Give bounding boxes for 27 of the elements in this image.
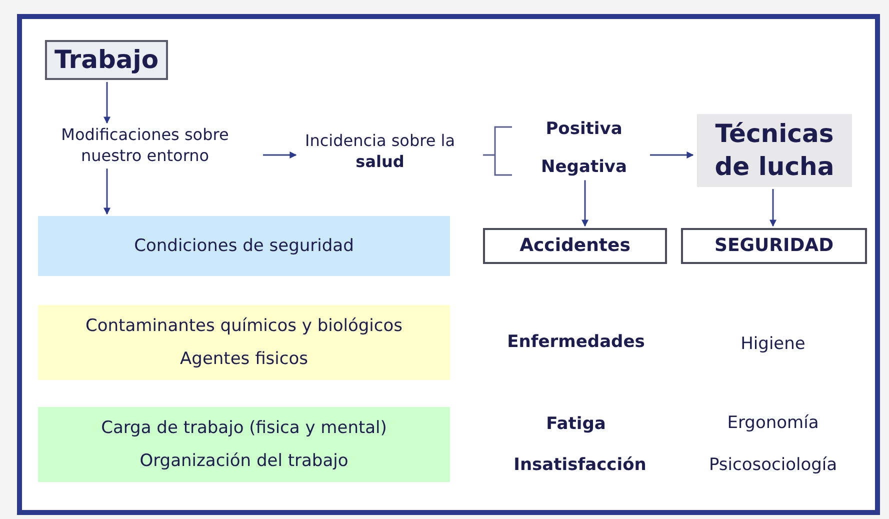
effect-label: Fatiga [546,414,606,434]
band-text: Carga de trabajo (fisica y mental) [101,417,387,440]
condition-band [38,305,450,380]
band-text: Contaminantes químicos y biológicos [86,315,402,338]
arrow [770,189,776,227]
condition-band [38,407,450,482]
arrow [650,152,694,158]
result-box: Accidentes [483,228,667,264]
result-box: SEGURIDAD [681,228,867,264]
heading-box: Técnicas de lucha [697,114,852,187]
process-text: Incidencia sobre la salud [304,131,456,173]
band-text: Organización del trabajo [140,450,348,472]
arrow [104,82,110,124]
title-box: Trabajo [45,40,168,80]
outcome-text: Positiva [544,118,624,140]
outcome-text: Negativa [540,156,628,178]
effect-label: Insatisfacción [514,455,646,475]
discipline-label: Higiene [740,334,806,354]
arrow [263,152,297,158]
discipline-label: Psicosociología [708,455,838,475]
arrow [104,168,110,215]
process-text: Modificaciones sobre nuestro entorno [60,125,230,167]
arrow [582,180,588,227]
effect-label: Enfermedades [507,332,645,352]
discipline-label: Ergonomía [727,413,819,433]
condition-band: Condiciones de seguridad [38,216,450,276]
band-text: Agentes fisicos [180,348,308,370]
